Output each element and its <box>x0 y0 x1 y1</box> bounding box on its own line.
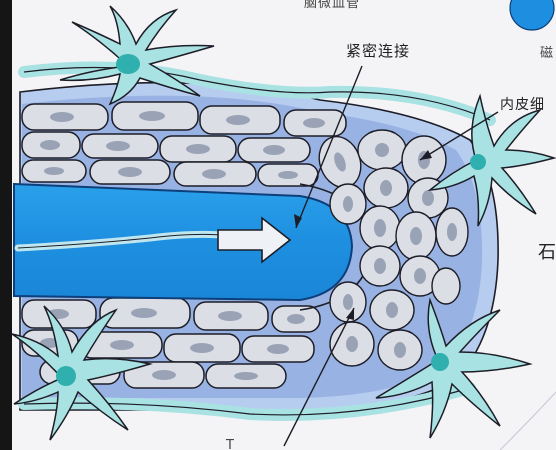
nucleus <box>267 344 289 354</box>
astrocyte-nucleus <box>431 353 449 371</box>
nucleus <box>218 311 242 321</box>
nucleus <box>190 343 214 353</box>
nucleus <box>50 112 74 122</box>
nucleus <box>44 167 64 175</box>
magnet-label: 磁 <box>540 42 554 61</box>
nucleus <box>131 308 157 318</box>
nucleus <box>414 268 426 284</box>
nucleus <box>346 336 358 352</box>
endothelial-cell-label: 内皮细 <box>500 94 545 114</box>
nucleus <box>447 223 457 241</box>
nucleus <box>263 145 285 155</box>
nucleus <box>394 342 406 358</box>
tight-junction-label: 紧密连接 <box>346 40 410 61</box>
nucleus <box>234 372 258 380</box>
nucleus <box>410 227 422 245</box>
nucleus <box>386 302 398 318</box>
nucleus <box>374 219 386 237</box>
nucleus <box>139 111 165 121</box>
nucleus <box>186 144 210 154</box>
astrocyte-nucleus <box>470 154 486 170</box>
pencil-stroke <box>500 392 556 450</box>
nucleus <box>422 190 434 206</box>
nucleus <box>118 167 142 177</box>
nucleus <box>152 370 176 380</box>
nucleus <box>374 258 386 274</box>
blue-particle <box>510 0 554 30</box>
endo-cell <box>432 268 460 304</box>
top-partial-label: 脑微血管 <box>304 0 360 11</box>
nucleus <box>375 143 389 157</box>
bottom-partial-label: T <box>226 438 235 450</box>
nucleus <box>278 171 298 179</box>
side-label: 石 <box>538 238 556 264</box>
astrocyte-nucleus <box>56 366 76 386</box>
page-edge <box>0 0 12 450</box>
nucleus <box>303 118 325 128</box>
nucleus <box>226 115 250 125</box>
nucleus <box>40 140 60 150</box>
nucleus <box>287 314 305 324</box>
nucleus <box>202 169 226 179</box>
nucleus <box>343 294 353 310</box>
nucleus <box>106 141 130 151</box>
nucleus <box>380 180 392 196</box>
astrocyte-nucleus <box>116 54 140 74</box>
nucleus <box>343 196 353 212</box>
nucleus <box>110 340 134 350</box>
